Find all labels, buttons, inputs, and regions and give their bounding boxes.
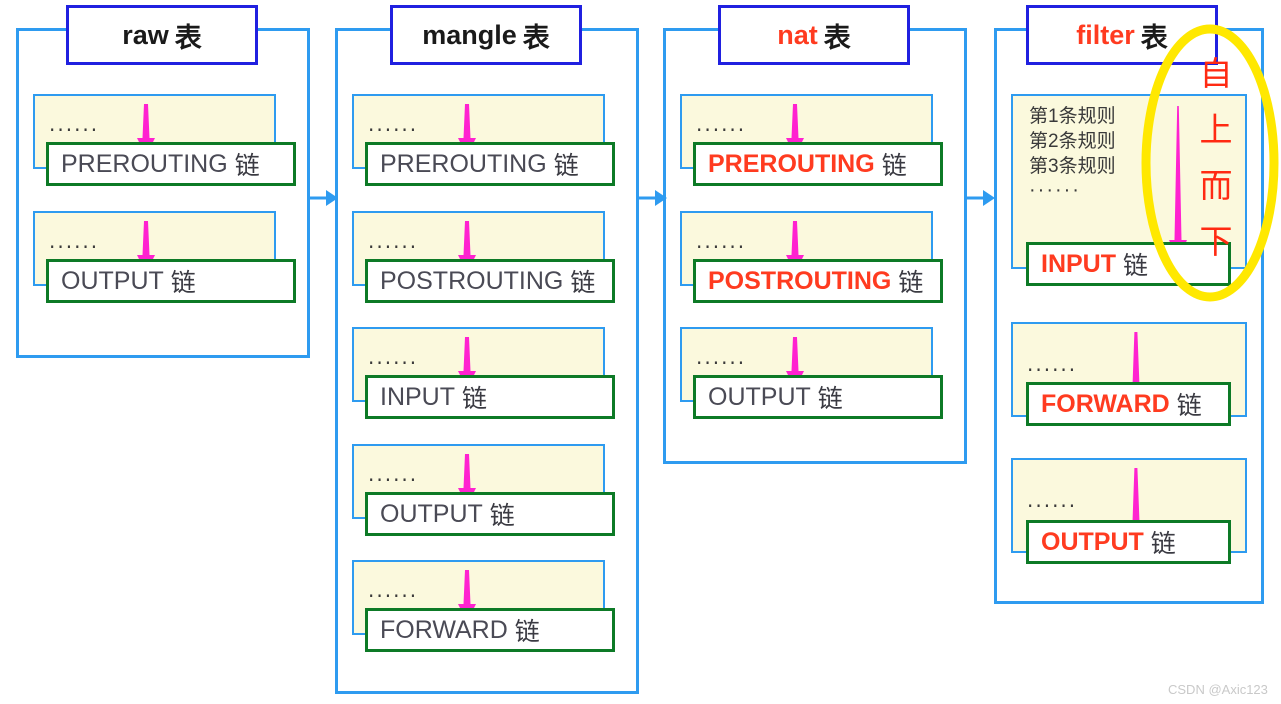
chain-label: PREROUTING: [380, 149, 547, 178]
dots-label: ······: [49, 235, 100, 259]
chain-label: FORWARD: [380, 615, 508, 644]
rule-line-ellipsis: ······: [1029, 179, 1081, 201]
annotation-text: 自 上 而 下: [1196, 46, 1236, 270]
chain-label: INPUT: [1041, 249, 1116, 278]
chain-suffix: 链: [170, 269, 196, 297]
table-suffix: 表: [823, 22, 851, 53]
watermark-label: CSDN @Axic123: [1168, 682, 1268, 697]
rule-line: 第3条规则: [1029, 156, 1116, 177]
table-name: filter: [1076, 19, 1135, 50]
chain-label: OUTPUT: [1041, 527, 1144, 556]
annotation-char: 自: [1199, 54, 1233, 93]
chain-name-box[interactable]: PREROUTING 链: [46, 142, 296, 186]
dots-label: ······: [368, 468, 419, 492]
dots-label: ······: [1027, 494, 1078, 518]
chain-name-box[interactable]: INPUT 链: [365, 375, 615, 419]
table-title-raw[interactable]: raw 表: [66, 5, 258, 65]
chain-name-box[interactable]: OUTPUT 链: [1026, 520, 1231, 564]
chain-label: PREROUTING: [708, 149, 875, 178]
chain-name-box[interactable]: POSTROUTING 链: [365, 259, 615, 303]
dots-label: ······: [1027, 358, 1078, 382]
flow-arrow-icon: [310, 190, 338, 206]
table-name: nat: [777, 19, 818, 50]
chain-name-box[interactable]: POSTROUTING 链: [693, 259, 943, 303]
table-column-mangle: ······ PREROUTING 链 ······ POSTROUTING 链…: [335, 28, 639, 694]
rule-line: 第2条规则: [1029, 131, 1116, 152]
chain-suffix: 链: [1176, 392, 1202, 420]
table-frame-raw: [16, 28, 310, 358]
chain-suffix: 链: [553, 152, 579, 180]
table-title-filter[interactable]: filter 表: [1026, 5, 1218, 65]
table-suffix: 表: [1140, 22, 1168, 53]
dots-label: ······: [696, 235, 747, 259]
table-title-mangle[interactable]: mangle 表: [390, 5, 582, 65]
chain-suffix: 链: [1150, 530, 1176, 558]
dots-label: ······: [368, 351, 419, 375]
flow-arrow-icon: [967, 190, 995, 206]
chain-label: OUTPUT: [61, 266, 164, 295]
chain-suffix: 链: [1123, 252, 1149, 280]
chain-name-box[interactable]: OUTPUT 链: [365, 492, 615, 536]
table-column-nat: ······ PREROUTING 链 ······ POSTROUTING 链…: [663, 28, 967, 464]
chain-name-box[interactable]: PREROUTING 链: [365, 142, 615, 186]
chain-suffix: 链: [514, 618, 540, 646]
chain-name-box[interactable]: FORWARD 链: [365, 608, 615, 652]
chain-label: INPUT: [380, 382, 455, 411]
annotation-char: 下: [1199, 222, 1233, 261]
annotation-char: 而: [1199, 166, 1233, 205]
rule-line: 第1条规则: [1029, 106, 1116, 127]
dots-label: ······: [696, 118, 747, 142]
chain-label: OUTPUT: [708, 382, 811, 411]
table-suffix: 表: [522, 22, 550, 53]
chain-suffix: 链: [881, 152, 907, 180]
annotation-char: 上: [1199, 110, 1233, 149]
table-column-raw: ······ PREROUTING 链 ······ OUTPUT 链: [16, 28, 310, 358]
chain-label: PREROUTING: [61, 149, 228, 178]
table-name: raw: [122, 19, 169, 50]
chain-suffix: 链: [898, 269, 924, 297]
dots-label: ······: [368, 235, 419, 259]
dots-label: ······: [368, 118, 419, 142]
chain-suffix: 链: [462, 385, 488, 413]
chain-label: POSTROUTING: [380, 266, 564, 295]
chain-suffix: 链: [817, 385, 843, 413]
chain-label: OUTPUT: [380, 499, 483, 528]
dots-label: ······: [696, 351, 747, 375]
table-suffix: 表: [174, 22, 202, 53]
table-title-nat[interactable]: nat 表: [718, 5, 910, 65]
chain-suffix: 链: [489, 502, 515, 530]
chain-label: FORWARD: [1041, 389, 1170, 418]
chain-name-box[interactable]: OUTPUT 链: [46, 259, 296, 303]
chain-name-box[interactable]: FORWARD 链: [1026, 382, 1231, 426]
chain-suffix: 链: [570, 269, 596, 297]
dots-label: ······: [49, 118, 100, 142]
table-name: mangle: [422, 19, 517, 50]
rules-list: 第1条规则 第2条规则 第3条规则 ······: [1029, 104, 1116, 201]
chain-name-box[interactable]: OUTPUT 链: [693, 375, 943, 419]
dots-label: ······: [368, 584, 419, 608]
chain-suffix: 链: [234, 152, 260, 180]
chain-label: POSTROUTING: [708, 266, 892, 295]
flow-arrow-icon: [639, 190, 667, 206]
chain-name-box[interactable]: PREROUTING 链: [693, 142, 943, 186]
